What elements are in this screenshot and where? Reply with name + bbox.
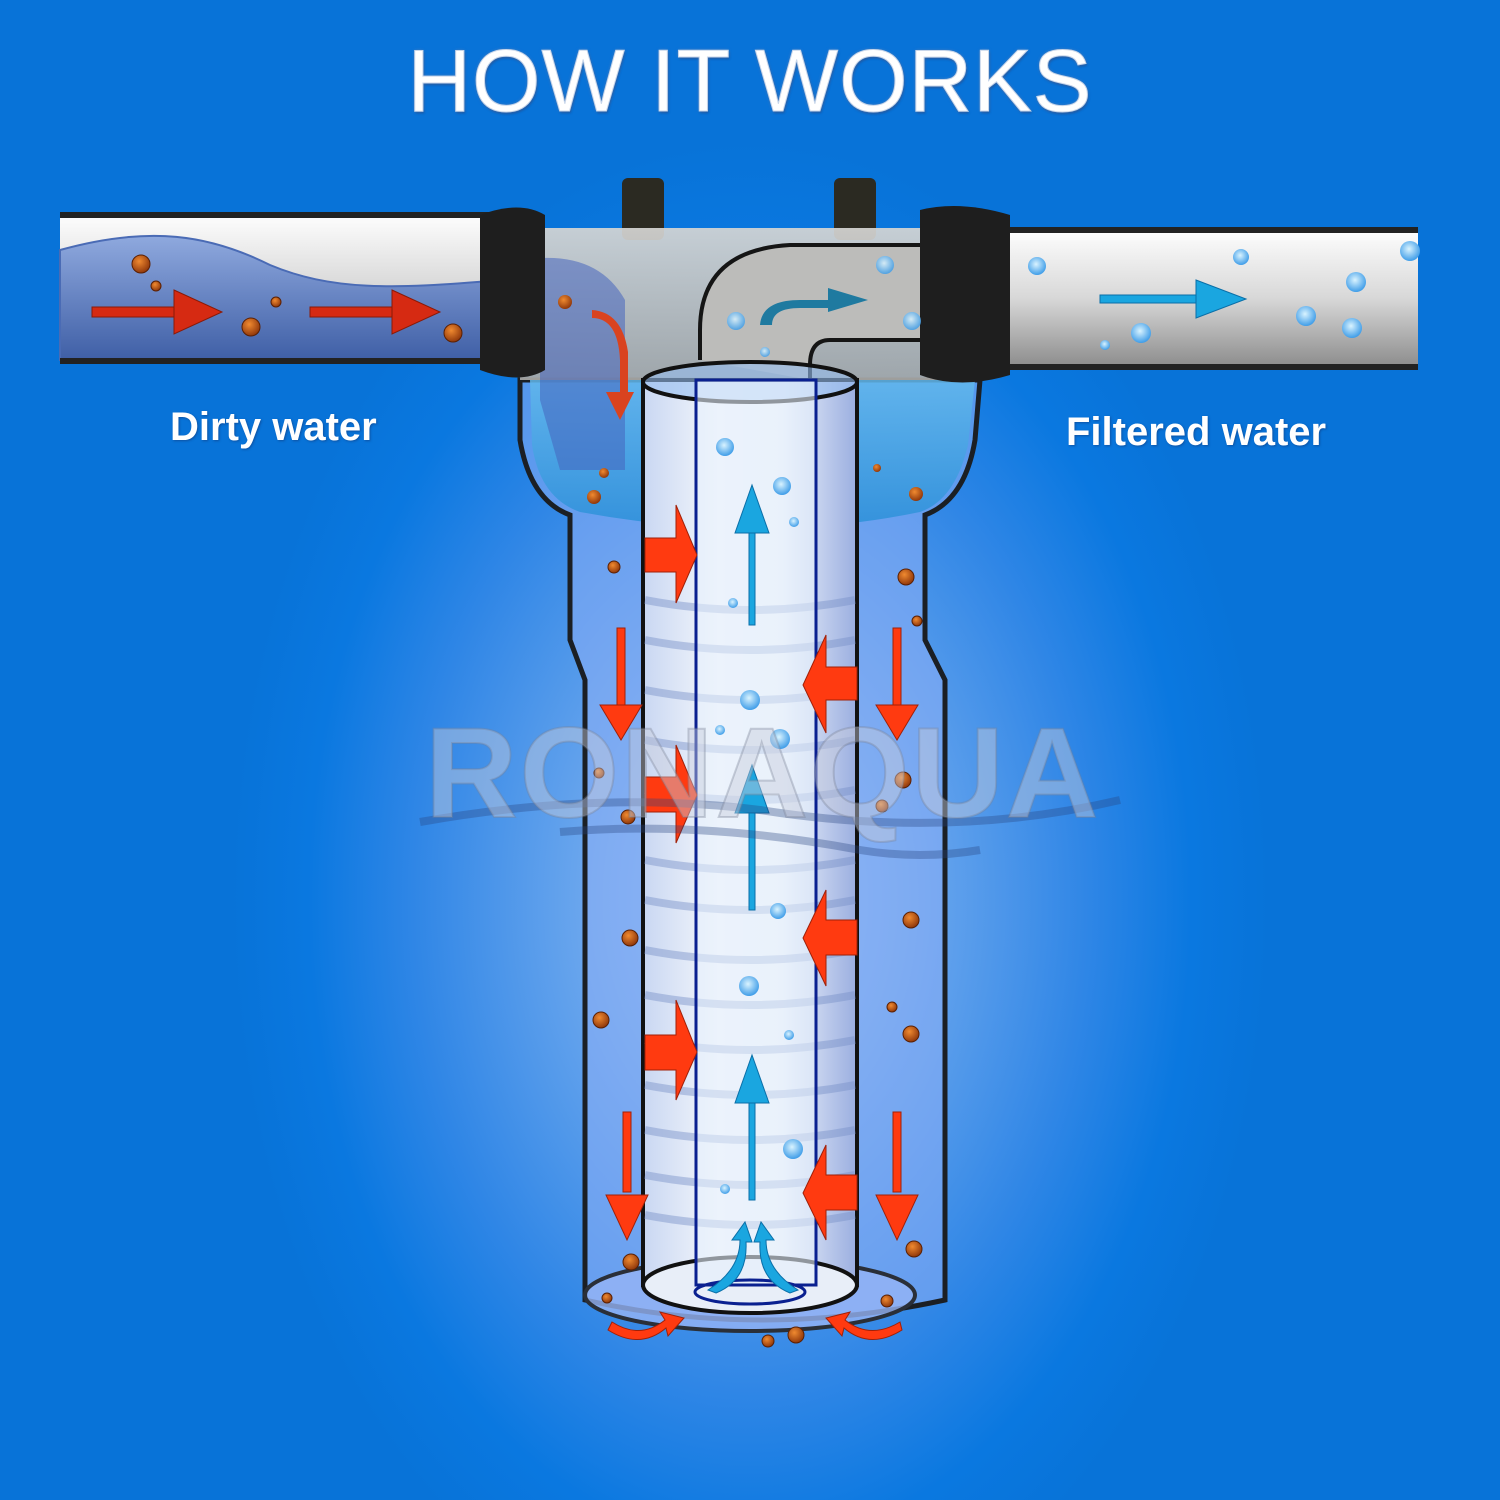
outlet-label: Filtered water bbox=[1066, 410, 1327, 454]
inlet-pipe bbox=[59, 212, 501, 364]
dirty-flow-arrow-icon bbox=[592, 310, 634, 420]
clean-flow-arrow-icon bbox=[1099, 279, 1248, 319]
particle-icon bbox=[592, 560, 923, 1348]
particle-icon bbox=[131, 254, 463, 343]
clean-flow-arrow-icon bbox=[760, 288, 868, 325]
page-title: HOW IT WORKS bbox=[407, 31, 1093, 131]
dirty-flow-arrow-icon bbox=[91, 289, 442, 335]
inflow-arrows bbox=[599, 504, 919, 1340]
bubble-icon bbox=[715, 438, 803, 1194]
watermark-swoosh bbox=[419, 796, 1121, 859]
outlet-pipe bbox=[1000, 227, 1420, 370]
bubble-icon bbox=[1028, 241, 1420, 350]
filter-head bbox=[480, 178, 1010, 504]
upflow-arrows bbox=[706, 483, 800, 1294]
inlet-label: Dirty water bbox=[170, 405, 377, 449]
